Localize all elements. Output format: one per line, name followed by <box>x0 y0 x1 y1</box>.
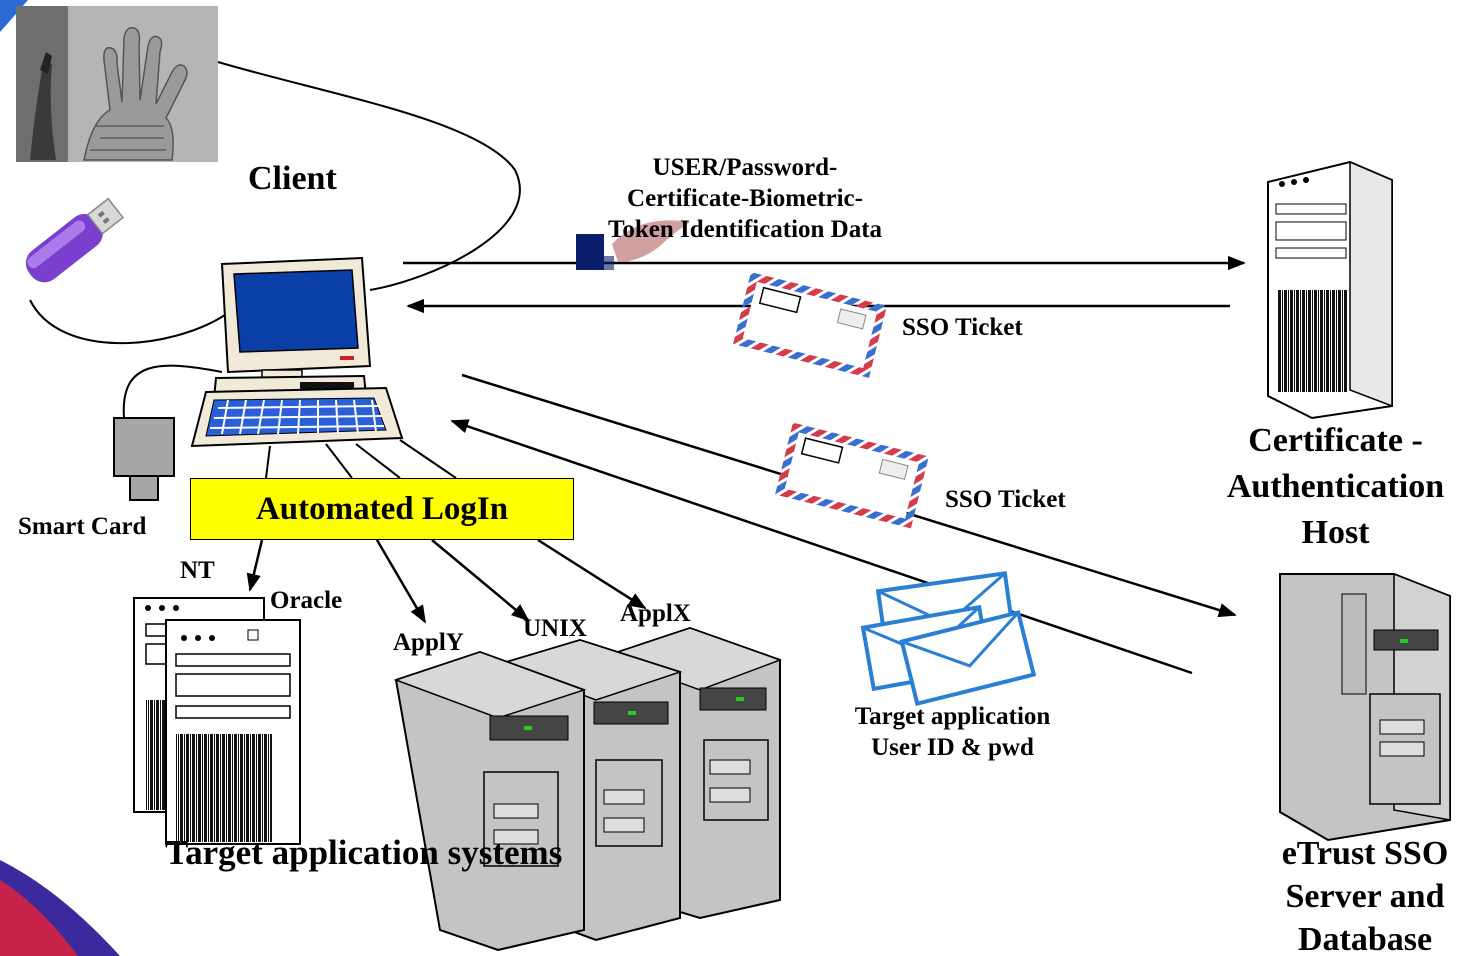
etrust-server-label: eTrust SSO Server and Database <box>1281 835 1449 956</box>
oracle-server-image <box>165 619 301 845</box>
cert-auth-host-label: Certificate - Authentication Host <box>1226 422 1445 551</box>
fingerprint-hand-icon <box>612 220 690 262</box>
sso-ticket-label-upper: SSO Ticket <box>902 314 1023 341</box>
token-icon <box>576 234 614 270</box>
nt-label: NT <box>180 557 215 584</box>
biometric-hand-image <box>16 6 218 162</box>
applx-label: ApplX <box>620 600 691 627</box>
automated-login-label: Automated LogIn <box>255 490 509 527</box>
corner-decoration-bottom <box>0 860 120 956</box>
identification-data-label: USER/Password-Certificate-Biometric-Toke… <box>607 154 883 243</box>
cert-auth-host-image <box>1267 160 1393 420</box>
smart-card-label: Smart Card <box>18 513 147 540</box>
sso-ticket-envelope-lower <box>775 422 929 529</box>
usb-token-image <box>25 197 125 283</box>
client-label: Client <box>248 160 337 197</box>
unix-label: UNIX <box>523 615 587 642</box>
sso-ticket-envelope-upper <box>733 272 887 378</box>
sso-ticket-label-lower: SSO Ticket <box>945 486 1066 513</box>
target-systems-label: Target application systems <box>165 833 563 872</box>
apply-label: ApplY <box>393 629 464 656</box>
apply-server-image <box>393 650 587 952</box>
smart-card-reader-image <box>113 417 175 501</box>
target-credentials-label: Target application User ID & pwd <box>854 703 1051 761</box>
credential-envelopes-icon <box>860 571 1037 707</box>
automated-login-box: Automated LogIn <box>190 478 574 540</box>
oracle-label: Oracle <box>270 587 343 614</box>
etrust-sso-server-image <box>1279 572 1451 842</box>
client-computer-image <box>190 256 404 448</box>
